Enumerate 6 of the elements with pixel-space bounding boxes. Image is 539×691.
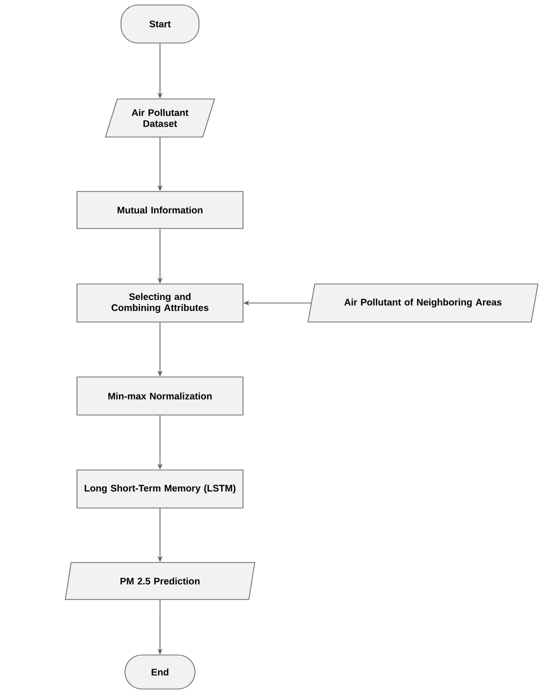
- process-box: Selecting and Combining Attributes: [76, 284, 244, 322]
- data-parallelogram: PM 2.5 Prediction: [64, 562, 256, 600]
- process-box: Long Short-Term Memory (LSTM): [76, 470, 244, 508]
- process-box: Mutual Information: [76, 191, 244, 229]
- process-box: Min-max Normalization: [76, 376, 244, 416]
- data-parallelogram: Air Pollutant of Neighboring Areas: [308, 284, 538, 322]
